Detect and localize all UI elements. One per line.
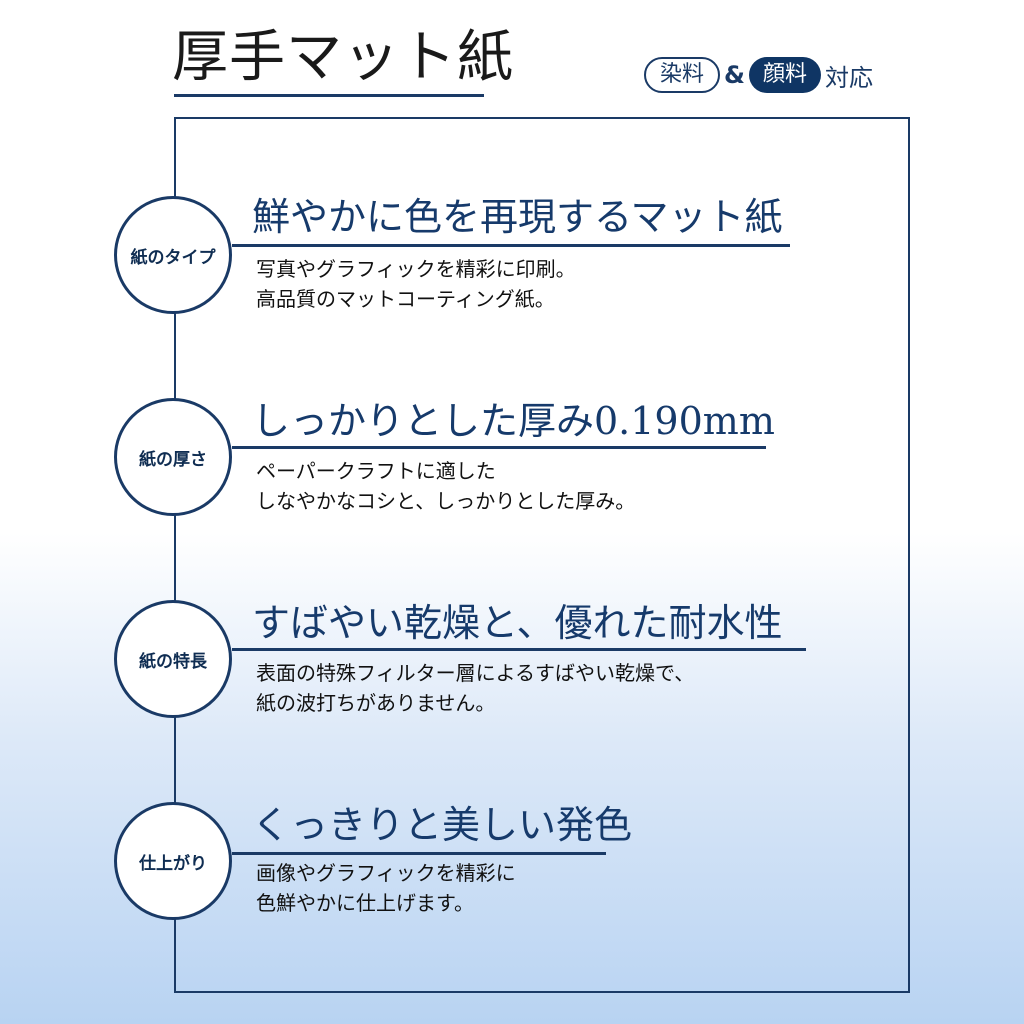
- section-underline: [232, 244, 790, 247]
- compat-suffix: 対応: [824, 63, 873, 92]
- section-heading-thickness: しっかりとした厚み0.190mm: [252, 399, 775, 443]
- dye-ink-badge: 染料: [644, 57, 721, 93]
- description-line: ペーパークラフトに適した: [256, 459, 496, 483]
- page-title: 厚手マット紙: [172, 25, 514, 90]
- section-tag-features: 紙の特長: [114, 600, 232, 718]
- section-description-thickness: ペーパークラフトに適した しなやかなコシと、しっかりとした厚み。: [256, 456, 635, 516]
- feature-frame: [174, 117, 910, 993]
- section-description-paper-type: 写真やグラフィックを精彩に印刷。 高品質のマットコーティング紙。: [256, 254, 576, 314]
- section-tag-finish: 仕上がり: [114, 802, 232, 920]
- section-tag-paper-type: 紙のタイプ: [114, 196, 232, 314]
- ink-compatibility: 染料 & 顔料 対応: [644, 56, 873, 94]
- section-underline: [232, 852, 606, 855]
- description-line: 写真やグラフィックを精彩に印刷。: [256, 257, 576, 281]
- description-line: しなやかなコシと、しっかりとした厚み。: [256, 489, 636, 513]
- section-heading-finish: くっきりと美しい発色: [252, 803, 633, 847]
- description-line: 紙の波打ちがありません。: [256, 691, 496, 715]
- description-line: 色鮮やかに仕上げます。: [256, 891, 474, 915]
- section-underline: [232, 446, 766, 449]
- pigment-ink-badge: 顔料: [748, 57, 821, 93]
- section-tag-thickness: 紙の厚さ: [114, 398, 232, 516]
- section-description-features: 表面の特殊フィルター層によるすばやい乾燥で、 紙の波打ちがありません。: [256, 658, 694, 718]
- description-line: 画像やグラフィックを精彩に: [256, 861, 516, 885]
- section-underline: [232, 648, 806, 651]
- description-line: 高品質のマットコーティング紙。: [256, 287, 555, 311]
- title-underline: [174, 94, 484, 97]
- section-heading-features: すばやい乾燥と、優れた耐水性: [252, 601, 783, 645]
- section-description-finish: 画像やグラフィックを精彩に 色鮮やかに仕上げます。: [256, 858, 516, 918]
- description-line: 表面の特殊フィルター層によるすばやい乾燥で、: [256, 661, 695, 685]
- section-heading-paper-type: 鮮やかに色を再現するマット紙: [252, 195, 783, 239]
- ampersand: &: [724, 61, 745, 89]
